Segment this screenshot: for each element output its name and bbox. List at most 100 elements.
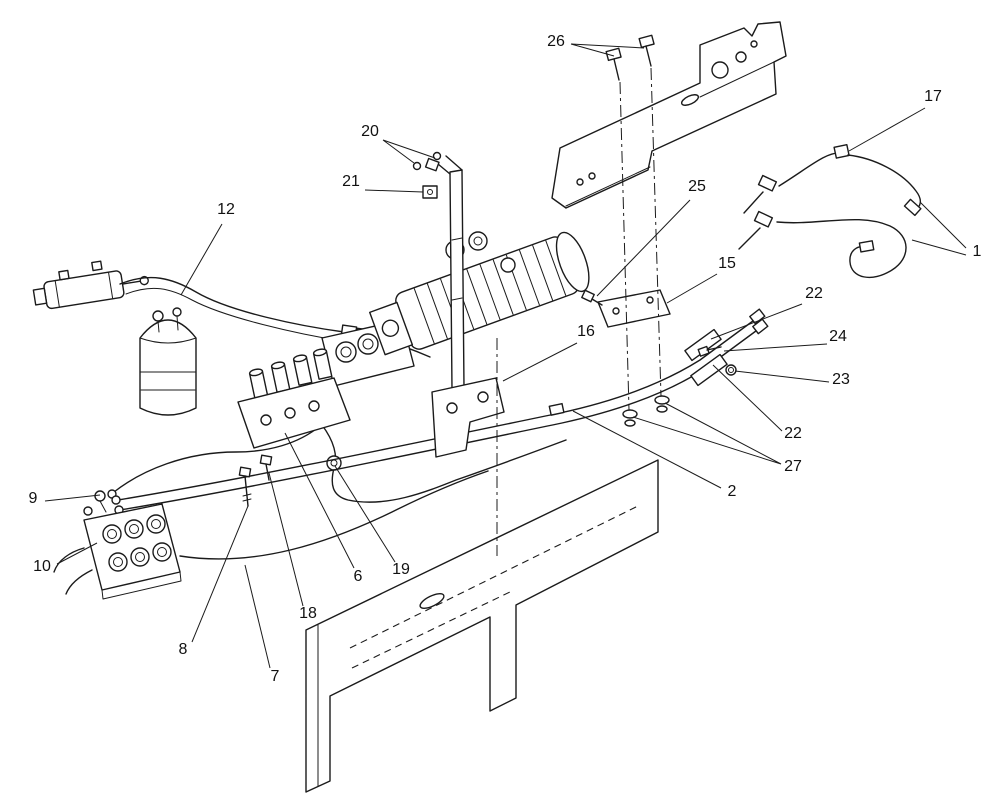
callout-label: 22 xyxy=(784,425,802,442)
callout-label: 6 xyxy=(354,568,363,585)
frame-hidden-line xyxy=(351,590,513,669)
hose-end-fitting xyxy=(858,240,875,253)
leader-line xyxy=(44,494,101,502)
callout-label: 1 xyxy=(973,243,982,260)
bracket-16-hole xyxy=(477,391,489,403)
centerlines xyxy=(496,67,662,556)
hose-1-upper-tail xyxy=(847,154,921,212)
washer xyxy=(654,395,670,405)
callout-label: 18 xyxy=(299,605,317,622)
mount-boss-hole xyxy=(362,338,374,350)
callout-25: 25 xyxy=(596,178,706,297)
plate-hole xyxy=(711,61,729,79)
pump-end-cap xyxy=(555,231,590,293)
fitting xyxy=(83,506,93,516)
hose-end-fitting xyxy=(903,198,922,217)
support-elbow xyxy=(437,155,463,175)
leader-line xyxy=(244,564,271,669)
callout-8: 8 xyxy=(179,505,249,658)
bolt-26a xyxy=(605,47,622,81)
pump-port xyxy=(500,257,516,273)
callout-label: 8 xyxy=(179,641,188,658)
callout-23: 23 xyxy=(734,370,850,388)
leader-line xyxy=(712,364,783,432)
centerline-bolt-b xyxy=(650,67,662,397)
callout-label: 16 xyxy=(577,323,595,340)
fitting-stems xyxy=(738,191,764,250)
mount-boss xyxy=(335,341,357,363)
bolt-25 xyxy=(581,289,603,306)
manifold-port xyxy=(146,514,166,534)
fitting-20-screw xyxy=(432,151,442,161)
callout-26: 26 xyxy=(547,33,645,57)
callout-label: 24 xyxy=(829,328,847,345)
callout-2: 2 xyxy=(572,410,737,500)
callout-label: 21 xyxy=(342,173,360,190)
callout-9: 9 xyxy=(29,490,101,507)
callout-label: 2 xyxy=(728,483,737,500)
callout-label: 22 xyxy=(805,285,823,302)
bracket-15-hole xyxy=(646,296,654,304)
manifold-port-hole xyxy=(151,519,161,529)
hose-1-lower xyxy=(776,218,907,279)
manifold-edge xyxy=(101,571,182,600)
bracket-15 xyxy=(581,289,671,328)
tube-clamp-assembly xyxy=(684,328,737,387)
hose-6 xyxy=(113,425,321,493)
callout-label: 19 xyxy=(392,561,410,578)
leader-line xyxy=(180,223,223,296)
support-rungs xyxy=(451,237,463,301)
frame-hidden-line xyxy=(349,504,641,649)
callout-label: 20 xyxy=(361,123,379,140)
callout-22-upper: 22 xyxy=(710,285,823,340)
pump-port xyxy=(468,231,488,251)
callout-label: 26 xyxy=(547,33,565,50)
support-bracket xyxy=(412,151,465,391)
fitting-17 xyxy=(833,143,850,159)
callout-20: 20 xyxy=(361,123,436,164)
plate-slot xyxy=(680,94,700,106)
canister-fitting-stem xyxy=(176,315,179,331)
clamp-lower-22 xyxy=(690,353,728,387)
leader-line xyxy=(502,342,578,382)
hose-assembly-right xyxy=(738,143,922,279)
cylinder-rod xyxy=(121,280,142,285)
callout-19: 19 xyxy=(334,465,410,578)
callout-21: 21 xyxy=(342,173,424,193)
callouts: 26 17 20 21 1 12 25 15 xyxy=(29,33,982,685)
nut-23 xyxy=(725,364,737,376)
manifold-hose xyxy=(65,569,93,595)
canister-fitting xyxy=(152,310,164,322)
frame-panel xyxy=(305,459,659,793)
nut xyxy=(656,405,668,413)
callout-7: 7 xyxy=(244,564,280,685)
manifold-port xyxy=(108,552,128,572)
leader-line xyxy=(710,303,803,340)
leader-line xyxy=(570,43,645,57)
leader-line xyxy=(632,402,782,465)
callout-6: 6 xyxy=(284,432,363,585)
valve-block xyxy=(237,348,351,507)
pump-port-hole xyxy=(473,236,483,246)
leader-line xyxy=(334,465,396,563)
leader-line xyxy=(56,542,98,565)
centerline-bolt-a xyxy=(619,81,630,411)
callout-17: 17 xyxy=(848,88,942,152)
manifold-port-hole xyxy=(135,552,145,562)
manifold-port xyxy=(130,547,150,567)
elbow-fitting xyxy=(757,174,778,192)
canister-seam xyxy=(139,337,197,344)
tube-nut xyxy=(111,495,121,505)
mounting-plate xyxy=(551,21,787,209)
plate-hole xyxy=(576,178,584,186)
mount-boss xyxy=(357,333,379,355)
callout-label: 9 xyxy=(29,490,38,507)
bolt-24 xyxy=(697,345,722,357)
fitting-20-screw xyxy=(412,161,422,171)
callout-label: 17 xyxy=(924,88,942,105)
leader-line xyxy=(666,273,718,304)
leader-line xyxy=(382,139,436,164)
manifold-port-hole xyxy=(107,529,117,539)
bracket-16-hole xyxy=(446,402,458,414)
